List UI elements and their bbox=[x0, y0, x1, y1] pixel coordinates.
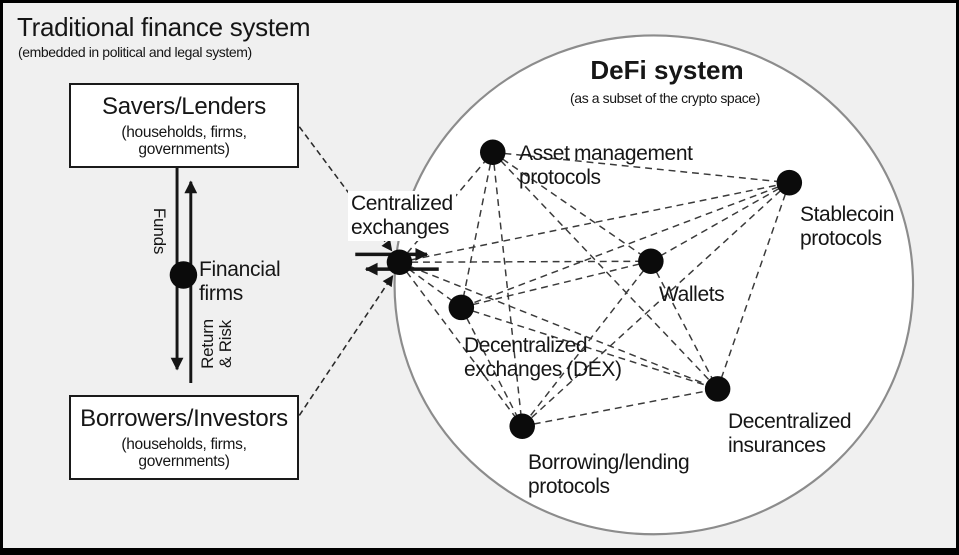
edge-cex-borrowing bbox=[398, 261, 523, 427]
financial-firms-line1: Financial bbox=[199, 258, 281, 281]
defi-system-subtitle: (as a subset of the crypto space) bbox=[570, 90, 760, 106]
savers-box-sub-line2: governments) bbox=[138, 141, 230, 158]
traditional-system-title: Traditional finance system bbox=[17, 12, 311, 42]
edge-cex-wallets bbox=[399, 260, 651, 263]
edge-dex-insurance bbox=[461, 306, 718, 390]
cex-label-line1: Centralized bbox=[351, 192, 453, 215]
savers-lenders-box: Savers/Lenders (households, firms, gover… bbox=[69, 83, 299, 168]
financial-firms-line2: firms bbox=[199, 282, 243, 305]
node-dot-stablecoin bbox=[776, 169, 803, 196]
traditional-system-subtitle: (embedded in political and legal system) bbox=[18, 44, 252, 60]
dex-line1: Decentralized bbox=[464, 334, 588, 357]
borrowing-lending-line1: Borrowing/lending bbox=[528, 451, 690, 474]
borrowers-box-sub-line1: (households, firms, bbox=[121, 436, 247, 453]
dex-line2: exchanges (DEX) bbox=[464, 358, 622, 381]
edge-stablecoin-insurance bbox=[716, 182, 791, 390]
node-dot-insurance bbox=[704, 376, 731, 402]
edge-wallets-insurance bbox=[650, 260, 719, 390]
insurance-line1: Decentralized bbox=[728, 410, 852, 433]
savers-box-title: Savers/Lenders bbox=[102, 93, 266, 120]
borrowing-lending-line2: protocols bbox=[528, 475, 610, 498]
insurance-line2: insurances bbox=[728, 434, 826, 457]
traditional-to-cex-arrows bbox=[298, 126, 394, 416]
edge-cex-stablecoin bbox=[399, 181, 790, 263]
node-dot-wallets bbox=[638, 248, 664, 275]
node-dots bbox=[169, 139, 803, 439]
stablecoin-line2: protocols bbox=[800, 227, 882, 250]
dex-label: Decentralized exchanges (DEX) bbox=[464, 334, 622, 382]
arrow-borrowers-to-cex bbox=[298, 275, 394, 416]
cex-label-line2: exchanges bbox=[351, 216, 449, 239]
return-risk-flow-label: Return & Risk bbox=[198, 319, 235, 369]
edge-asset-borrowing bbox=[492, 152, 523, 427]
wallets-line1: Wallets bbox=[659, 283, 725, 306]
asset-management-line2: protocols bbox=[519, 166, 601, 189]
stablecoin-protocols-label: Stablecoin protocols bbox=[800, 203, 894, 251]
edge-stablecoin-wallets bbox=[650, 182, 790, 262]
diagram-canvas bbox=[169, 34, 915, 536]
decentralized-insurances-label: Decentralized insurances bbox=[728, 410, 852, 458]
borrowers-box-sub-line2: governments) bbox=[138, 453, 230, 470]
borrowing-lending-label: Borrowing/lending protocols bbox=[528, 451, 690, 499]
node-dot-asset-management bbox=[479, 139, 506, 166]
edge-borrowing-insurance bbox=[522, 388, 718, 427]
funds-flow-label: Funds bbox=[150, 207, 169, 255]
edge-cex-insurance bbox=[399, 261, 718, 390]
centralized-exchanges-label: Centralized exchanges bbox=[348, 191, 456, 241]
defi-system-circle bbox=[393, 34, 915, 536]
return-risk-line2: & Risk bbox=[216, 320, 235, 368]
node-dot-borrowing-lending bbox=[509, 413, 535, 439]
edge-asset-dex bbox=[460, 152, 494, 308]
return-risk-line1: Return bbox=[198, 319, 217, 369]
edge-asset-insurance bbox=[492, 151, 719, 390]
defi-system-title: DeFi system bbox=[590, 55, 744, 85]
asset-management-line1: Asset management bbox=[519, 142, 693, 165]
edge-wallets-dex bbox=[461, 260, 652, 309]
wallets-label: Wallets bbox=[659, 283, 725, 307]
node-dot-dex bbox=[448, 294, 475, 321]
defi-network-edges bbox=[398, 151, 791, 427]
financial-firms-label: Financial firms bbox=[199, 258, 281, 306]
borrowers-box-title: Borrowers/Investors bbox=[80, 405, 288, 432]
asset-management-label: Asset management protocols bbox=[519, 142, 693, 190]
node-dot-financial-firms bbox=[169, 261, 198, 289]
edge-dex-borrowing bbox=[460, 307, 523, 427]
node-dot-centralized-exchanges bbox=[386, 249, 413, 276]
edge-stablecoin-borrowing bbox=[521, 182, 790, 427]
edge-asset-wallets bbox=[492, 151, 652, 262]
stablecoin-line1: Stablecoin bbox=[800, 203, 895, 226]
borrowers-investors-box: Borrowers/Investors (households, firms, … bbox=[69, 395, 299, 480]
savers-box-sub-line1: (households, firms, bbox=[121, 124, 247, 141]
edge-asset-stablecoin bbox=[492, 151, 790, 184]
